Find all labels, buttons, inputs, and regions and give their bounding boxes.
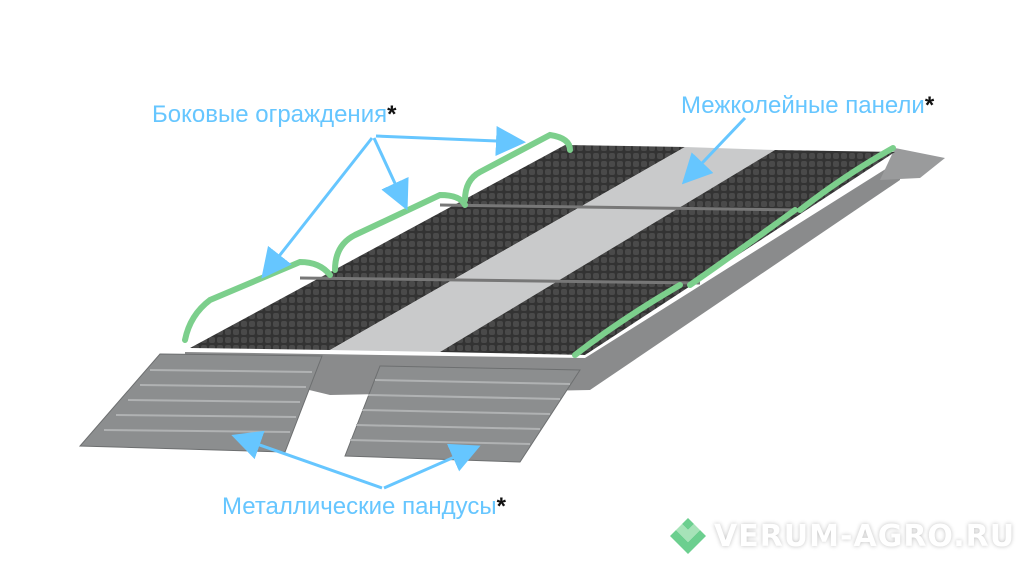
right-track (440, 150, 895, 355)
label-text: Межколейные панели (681, 92, 925, 119)
asterisk: * (496, 493, 506, 520)
label-text: Металлические пандусы (222, 493, 497, 520)
annotation-arrows (231, 116, 747, 490)
end-ramp-back (880, 148, 945, 180)
left-track (190, 145, 685, 350)
ramp-ribs (103, 369, 571, 445)
label-side-rails: Боковые ограждения* (152, 101, 396, 129)
asterisk: * (387, 101, 397, 128)
label-text: Боковые ограждения (152, 101, 388, 128)
diamond-chevron-logo-icon (670, 518, 706, 554)
logo-text: VERUM-AGRO.RU (714, 518, 1016, 554)
asterisk: * (924, 92, 935, 119)
seam (439, 203, 801, 212)
seam (299, 276, 701, 285)
watermark-logo: VERUM-AGRO.RU (668, 516, 1015, 556)
label-inter-track-panels: Межколейные панели* (681, 92, 934, 120)
left-ramp (78, 353, 323, 453)
inter-track-panel (330, 147, 775, 352)
label-metal-ramps: Металлические пандусы* (222, 493, 506, 521)
